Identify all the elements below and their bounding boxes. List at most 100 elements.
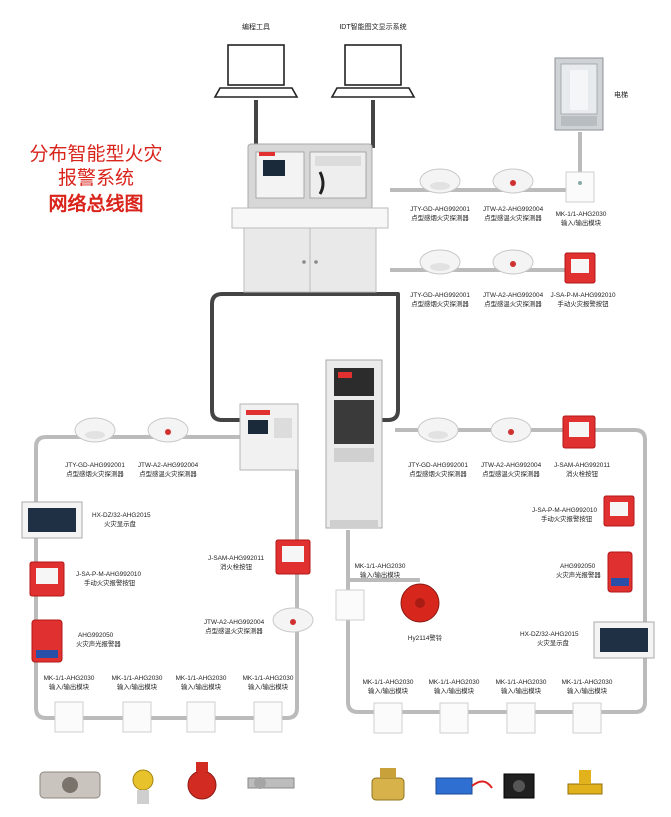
row1-module-name: 输入/输出模块 [561, 218, 602, 227]
row2-heat-name: 点型感温火灾探测器 [484, 299, 542, 308]
right-heat-detector-led [508, 429, 514, 435]
left-module-2-model: MK-1/1-AHG2030 [112, 675, 163, 682]
field-pressure-switch [247, 777, 295, 789]
right-hydrant-name: 消火栓按钮 [566, 469, 599, 478]
field-flow-switch-body [137, 790, 149, 804]
elevator-label: 电梯 [614, 90, 628, 99]
right-sound-light-alarm: AHG992050 火灾声光报警器 [556, 551, 633, 593]
field-brass-valve-top [380, 768, 396, 778]
right-heat-name: 点型感温火灾探测器 [482, 469, 540, 478]
right-module-2-body [439, 702, 469, 734]
console-keypad [315, 156, 361, 166]
left-module-1: MK-1/1-AHG2030 输入/输出模块 [44, 675, 95, 733]
main-control-console [231, 143, 389, 293]
right-button-model: J-SA-P-M-AHG992010 [532, 507, 597, 514]
center-module-model: MK-1/1-AHG2030 [355, 563, 406, 570]
left-module-3-model: MK-1/1-AHG2030 [176, 675, 227, 682]
right-module-2-model: MK-1/1-AHG2030 [429, 679, 480, 686]
row2-smoke-name: 点型感烟火灾探测器 [411, 299, 469, 308]
console-handle-right [314, 260, 318, 264]
right-heat-model: JTW-A2-AHG992004 [481, 462, 542, 469]
left-button-model: J-SA-P-M-AHG992010 [76, 571, 141, 578]
right-heat-detector: JTW-A2-AHG992004 点型感温火灾探测器 [481, 417, 542, 478]
loop-controller-brand [246, 410, 270, 415]
laptop1-label: 编程工具 [242, 22, 270, 31]
left-module-3-name: 输入/输出模块 [181, 682, 222, 691]
left-alarm-strobe [36, 650, 58, 658]
right-field-equipment [371, 768, 603, 801]
row1-module-model: MK-1/1-AHG2030 [556, 211, 607, 218]
field-limit-switch-top [579, 770, 591, 784]
left-heat2-model: JTW-A2-AHG992004 [204, 619, 265, 626]
left-sound-light-alarm: AHG992050 火灾声光报警器 [31, 619, 121, 663]
right-module-3-name: 输入/输出模块 [501, 686, 542, 695]
field-flow-switch-head [132, 769, 154, 791]
field-cable-sensor-wire [471, 780, 493, 789]
row1-smoke-detector-cap [430, 182, 450, 190]
right-manual-button-window [610, 502, 628, 516]
laptop1-screen [227, 44, 285, 86]
left-smoke-model: JTY-GD-AHG992001 [65, 462, 125, 469]
bus-lines [34, 100, 647, 720]
bus-left-loop [34, 435, 299, 720]
left-module-2-body [122, 701, 152, 733]
tall-cabinet-mid-module [334, 400, 374, 444]
left-display-name: 火灾显示盘 [104, 519, 137, 528]
left-alarm-name: 火灾声光报警器 [76, 639, 121, 648]
right-display-name: 火灾显示盘 [537, 638, 570, 647]
field-signal-valve-top [196, 762, 208, 772]
laptop2-screen [344, 44, 402, 86]
elevator-floor [561, 116, 597, 126]
left-module-3: MK-1/1-AHG2030 输入/输出模块 [176, 675, 227, 733]
right-hydrant-model: J-SAM-AHG992011 [554, 462, 610, 469]
left-button-name: 手动火灾报警按钮 [84, 578, 136, 587]
row2-heat-model: JTW-A2-AHG992004 [483, 292, 544, 299]
left-module-2: MK-1/1-AHG2030 输入/输出模块 [112, 675, 163, 733]
left-module-4-model: MK-1/1-AHG2030 [243, 675, 294, 682]
left-loop-devices: JTY-GD-AHG992001 点型感烟火灾探测器 JTW-A2-AHG992… [21, 417, 314, 804]
left-smoke-name: 点型感烟火灾探测器 [66, 469, 124, 478]
left-heat-detector: JTW-A2-AHG992004 点型感温火灾探测器 [138, 417, 199, 478]
center-module-body [335, 589, 365, 621]
right-module-1-body [373, 702, 403, 734]
left-module-4: MK-1/1-AHG2030 输入/输出模块 [243, 675, 294, 733]
right-display-model: HX-DZ/32-AHG2015 [520, 631, 579, 638]
right-hydrant-button-window [569, 422, 589, 437]
bell-center [415, 598, 425, 608]
row1-io-module-led [578, 181, 582, 185]
bus-network-loop [210, 292, 400, 422]
row2-manual-button-window [571, 259, 589, 273]
row1-io-module: MK-1/1-AHG2030 输入/输出模块 [556, 171, 607, 227]
left-module-1-name: 输入/输出模块 [49, 682, 90, 691]
right-module-3-model: MK-1/1-AHG2030 [496, 679, 547, 686]
right-alarm-model: AHG992050 [560, 563, 596, 570]
field-pressure-switch-gauge [254, 777, 266, 789]
row2-smoke-detector: JTY-GD-AHG992001 点型感烟火灾探测器 [410, 249, 470, 308]
left-module-2-name: 输入/输出模块 [117, 682, 158, 691]
row1-io-module-body [565, 171, 595, 203]
row2-heat-detector-led [510, 261, 516, 267]
bell-label: Hy2114警铃 [408, 633, 443, 642]
right-smoke-detector-body [417, 417, 459, 443]
right-fire-display-panel: HX-DZ/32-AHG2015 火灾显示盘 [520, 621, 655, 659]
left-hydrant-name: 消火栓按钮 [220, 562, 253, 571]
left-module-4-body [253, 701, 283, 733]
center-module-name: 输入/输出模块 [360, 570, 401, 579]
field-signal-valve [187, 770, 217, 800]
right-display-screen [600, 628, 648, 652]
left-display-screen [28, 508, 76, 532]
row1-devices: JTY-GD-AHG992001 点型感烟火灾探测器 JTW-A2-AHG992… [410, 168, 607, 227]
loop-controller-lcd [248, 420, 268, 434]
right-module-3: MK-1/1-AHG2030 输入/输出模块 [496, 679, 547, 734]
left-module-4-name: 输入/输出模块 [248, 682, 289, 691]
laptop2-label: IDT智能图文显示系统 [339, 22, 406, 31]
left-field-equipment [39, 762, 295, 804]
row2-devices: JTY-GD-AHG992001 点型感烟火灾探测器 JTW-A2-AHG992… [410, 249, 616, 308]
elevator: 电梯 [554, 57, 628, 131]
right-module-4-model: MK-1/1-AHG2030 [562, 679, 613, 686]
row2-button-model: J-SA-P-M-AHG992010 [551, 292, 616, 299]
right-alarm-name: 火灾声光报警器 [556, 570, 601, 579]
field-brass-valve [371, 777, 405, 801]
right-module-3-body [506, 702, 536, 734]
left-heat-detector-led [165, 429, 171, 435]
